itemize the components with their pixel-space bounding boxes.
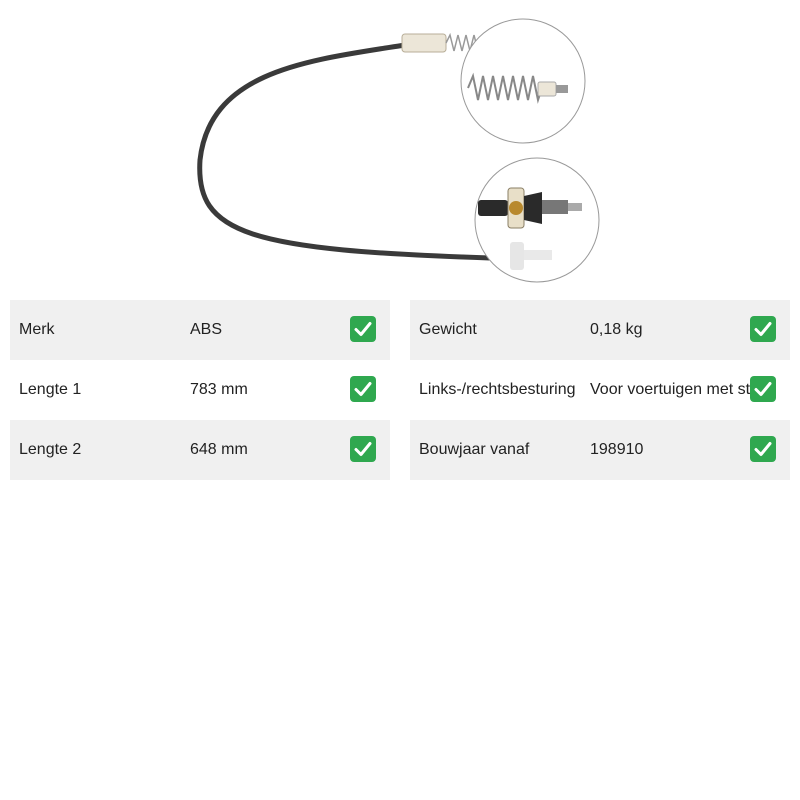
spec-value: 648 mm: [190, 441, 248, 458]
spec-value: Voor voertuigen met stuur: [590, 381, 774, 398]
spec-row-besturing: Links-/rechtsbesturing Voor voertuigen m…: [410, 360, 790, 420]
spec-value: 783 mm: [190, 381, 248, 398]
green-check-icon: [350, 436, 376, 462]
spec-row-lengte-2: Lengte 2 648 mm: [10, 420, 390, 480]
spec-label: Links-/rechtsbesturing: [419, 381, 576, 398]
green-check-icon: [750, 436, 776, 462]
green-check-icon: [750, 316, 776, 342]
green-check-icon: [750, 376, 776, 402]
cable-line: [197, 42, 493, 261]
green-check-icon: [350, 376, 376, 402]
spec-label: Lengte 1: [19, 381, 82, 398]
spec-label: Bouwjaar vanaf: [419, 441, 530, 458]
spec-row-lengte-1: Lengte 1 783 mm: [10, 360, 390, 420]
spec-label: Merk: [19, 321, 55, 338]
specs-column-left: Merk ABS Lengte 1 783 mm Lengte 2 648 mm: [10, 300, 390, 480]
detail-inset-spring: [460, 18, 586, 144]
spec-row-gewicht: Gewicht 0,18 kg: [410, 300, 790, 360]
spec-value: 198910: [590, 441, 644, 458]
spec-value: 0,18 kg: [590, 321, 643, 338]
detail-inset-fitting: [474, 157, 600, 283]
cable-end-fitting-top: [401, 33, 447, 53]
specs-column-right: Gewicht 0,18 kg Links-/rechtsbesturing V…: [410, 300, 790, 480]
green-check-icon: [350, 316, 376, 342]
spec-label: Lengte 2: [19, 441, 82, 458]
spec-label: Gewicht: [419, 321, 477, 338]
product-image: [197, 18, 600, 283]
spec-value: ABS: [190, 321, 223, 338]
spec-row-merk: Merk ABS: [10, 300, 390, 360]
spec-row-bouwjaar: Bouwjaar vanaf 198910: [410, 420, 790, 480]
